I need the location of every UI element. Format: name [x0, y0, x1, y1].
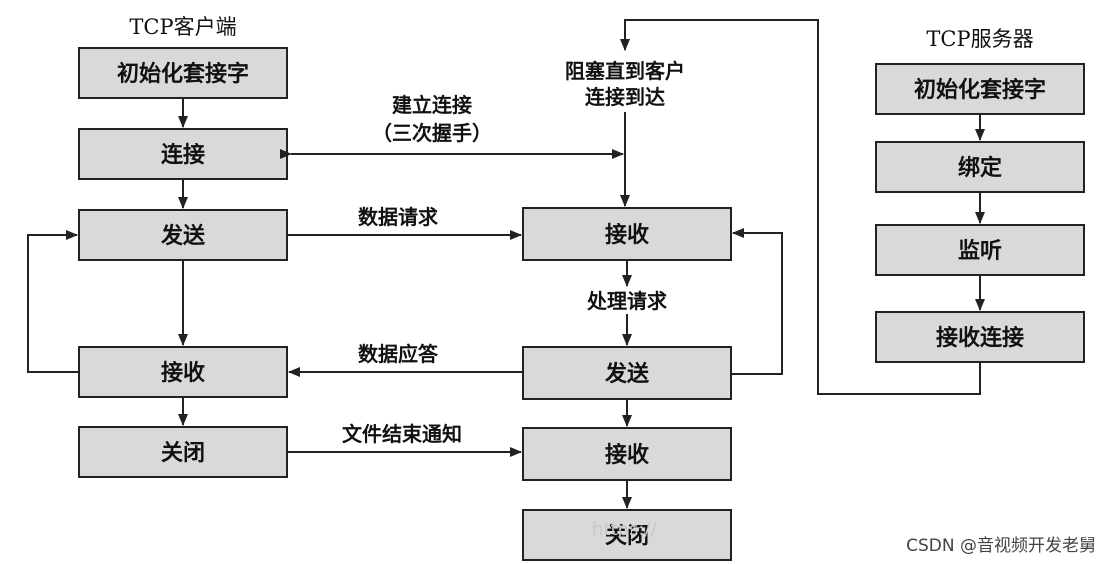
three-way-handshake-label: （三次握手）	[372, 121, 492, 145]
block-text-line2: 连接到达	[585, 85, 665, 109]
client-init-box: 初始化套接字	[78, 47, 288, 99]
server-title: TCP服务器	[926, 27, 1033, 51]
server-init-box: 初始化套接字	[875, 63, 1085, 115]
client-title: TCP客户端	[129, 15, 236, 39]
server-listen-box: 监听	[875, 224, 1085, 276]
csdn-watermark: CSDN @音视频开发老舅	[906, 536, 1096, 556]
server-send-label: 发送	[604, 361, 649, 387]
client-recv-label: 接收	[161, 360, 205, 386]
server-listen-label: 监听	[958, 238, 1002, 264]
client-connect-label: 连接	[161, 142, 205, 168]
eof-notify-label: 文件结束通知	[342, 422, 462, 446]
server-accept-label: 接收连接	[936, 325, 1024, 351]
server-close-box: 关闭	[522, 509, 732, 561]
server-recv-box: 接收	[522, 207, 732, 261]
url-watermark-fragment: https://	[592, 519, 657, 540]
client-close-label: 关闭	[161, 440, 205, 466]
server-recv-label: 接收	[605, 222, 649, 248]
client-send-box: 发送	[78, 209, 288, 261]
establish-connection-label: 建立连接	[392, 93, 472, 117]
client-recv-box: 接收	[78, 346, 288, 398]
arrow-client-loop	[27, 230, 79, 373]
data-request-label: 数据请求	[358, 205, 439, 229]
server-accept-box: 接收连接	[875, 311, 1085, 363]
server-init-label: 初始化套接字	[914, 77, 1046, 103]
server-close-label: 关闭	[605, 523, 649, 549]
server-recv2-label: 接收	[605, 442, 649, 468]
client-send-label: 发送	[160, 223, 205, 249]
client-close-box: 关闭	[78, 426, 288, 478]
client-init-label: 初始化套接字	[117, 61, 249, 87]
process-request-label: 处理请求	[586, 289, 668, 313]
server-bind-box: 绑定	[875, 141, 1085, 193]
data-response-label: 数据应答	[358, 342, 439, 366]
block-text-line1: 阻塞直到客户	[565, 59, 685, 83]
server-recv2-box: 接收	[522, 427, 732, 481]
client-connect-box: 连接	[78, 128, 288, 180]
arrow-server-loop	[731, 228, 783, 375]
arrow-accept-to-block	[620, 19, 981, 395]
server-bind-label: 绑定	[958, 155, 1002, 181]
server-send-box: 发送	[522, 346, 732, 400]
